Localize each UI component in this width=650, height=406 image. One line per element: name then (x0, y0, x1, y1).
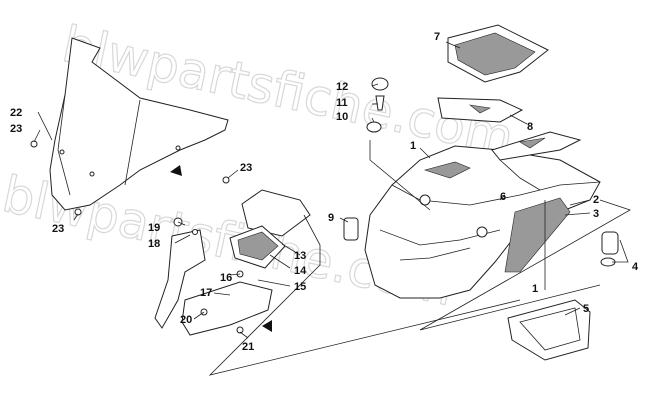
leader-lines (33, 41, 631, 376)
callout-21: 21 (242, 341, 254, 353)
hood-vent (423, 161, 471, 179)
bracket-18 (154, 229, 206, 329)
callout-17: 17 (200, 287, 212, 299)
cap-12 (371, 77, 389, 91)
callout-2: 2 (593, 194, 599, 206)
callout-7: 7 (434, 31, 440, 43)
callout-14: 14 (294, 265, 307, 277)
bracket-assembly (154, 217, 273, 336)
callout-13: 13 (294, 250, 306, 262)
decal-8 (437, 97, 582, 161)
callout-19: 19 (148, 222, 160, 234)
callout-20: 20 (180, 314, 192, 326)
callout-23-left: 23 (10, 123, 22, 135)
callout-18: 18 (148, 238, 160, 250)
panel-5 (507, 299, 591, 361)
screw-11 (375, 95, 385, 111)
callout-23-right: 23 (240, 162, 252, 174)
callout-9: 9 (328, 212, 334, 224)
callout-22: 22 (10, 107, 22, 119)
callout-15: 15 (294, 281, 306, 293)
callout-1-lower: 1 (532, 283, 538, 295)
callout-4: 4 (632, 261, 639, 273)
arrow-marker (170, 165, 182, 176)
callout-11: 11 (336, 97, 348, 109)
callout-12: 12 (336, 81, 348, 93)
gauge-13 (241, 189, 311, 237)
callout-5: 5 (583, 303, 589, 315)
callouts: 1 1 2 3 4 5 6 7 8 9 10 11 12 13 14 15 16… (10, 31, 639, 353)
fitting-9 (343, 217, 359, 241)
storage-tray (447, 24, 549, 83)
callout-3: 3 (593, 208, 599, 220)
hood (364, 145, 601, 299)
windshield (49, 37, 229, 211)
windshield-hole (59, 149, 65, 155)
callout-6: 6 (500, 191, 506, 203)
screw-23 (30, 140, 230, 216)
arrow-marker (262, 320, 272, 332)
bracket-17 (181, 281, 273, 336)
callout-23-bottom: 23 (52, 223, 64, 235)
callout-16: 16 (220, 272, 232, 284)
fitting-4 (600, 231, 619, 267)
windshield-hole (89, 171, 95, 177)
callout-8: 8 (527, 121, 533, 133)
callout-1: 1 (410, 140, 416, 152)
gauge-assembly (229, 189, 311, 269)
callout-10: 10 (336, 111, 348, 123)
washer-21 (236, 326, 244, 334)
windshield-hole (175, 145, 181, 151)
grommet-10 (366, 121, 382, 133)
